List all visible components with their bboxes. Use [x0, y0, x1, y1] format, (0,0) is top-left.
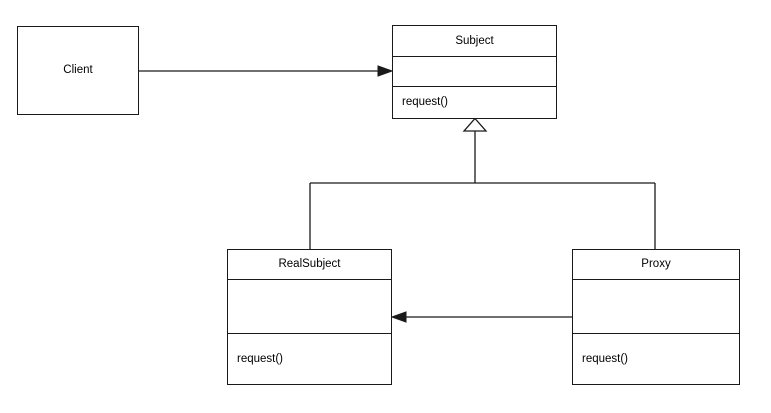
hollow-triangle-icon	[462, 117, 488, 132]
edge-proxy-to-realsubject	[390, 311, 572, 323]
operation-realsubject-request: request()	[237, 352, 284, 365]
attributes-compartment-proxy	[573, 279, 739, 333]
class-box-proxy[interactable]: Proxy request()	[572, 249, 740, 385]
edge-client-to-subject	[139, 65, 394, 77]
class-box-subject[interactable]: Subject request()	[392, 25, 557, 119]
operations-compartment-subject: request()	[393, 86, 556, 118]
class-name-proxy: Proxy	[641, 258, 671, 270]
operation-proxy-request: request()	[582, 352, 629, 365]
class-name-realsubject: RealSubject	[278, 258, 341, 270]
class-name-compartment-subject: Subject	[393, 26, 556, 56]
edge-generalization-tree	[309, 117, 656, 249]
operations-compartment-realsubject: request()	[228, 333, 391, 384]
attributes-compartment-subject	[393, 56, 556, 86]
class-box-realsubject[interactable]: RealSubject request()	[227, 249, 392, 385]
class-name-compartment-proxy: Proxy	[573, 250, 739, 279]
class-name-client: Client	[63, 64, 93, 76]
class-box-client[interactable]: Client	[17, 26, 139, 115]
class-name-subject: Subject	[455, 34, 494, 47]
attributes-compartment-realsubject	[228, 279, 391, 333]
class-name-compartment-realsubject: RealSubject	[228, 250, 391, 279]
operations-compartment-proxy: request()	[573, 333, 739, 384]
operation-subject-request: request()	[402, 96, 449, 108]
